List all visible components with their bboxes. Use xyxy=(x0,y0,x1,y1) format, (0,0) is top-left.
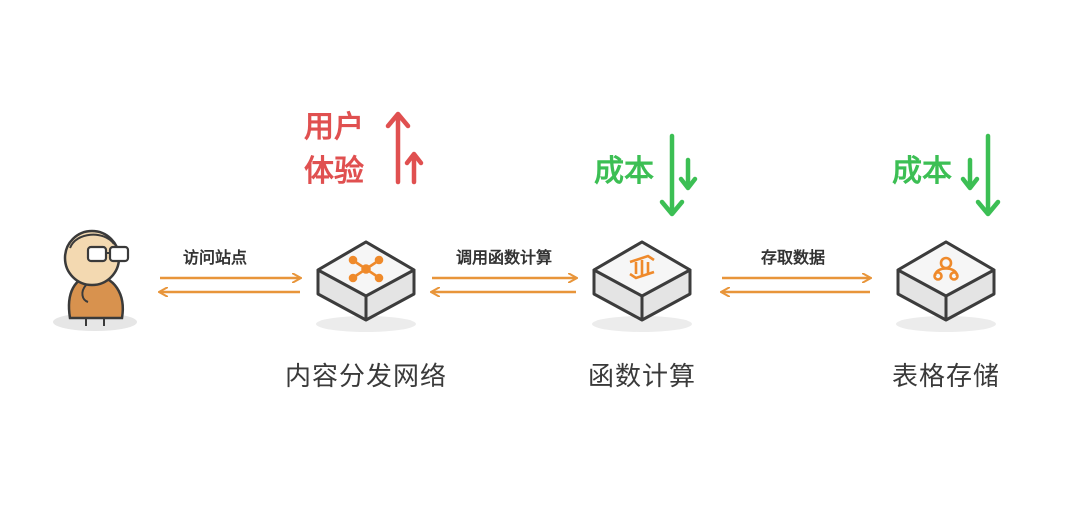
fc-label: 函数计算 xyxy=(587,362,696,392)
edge-fc-ots-arrows xyxy=(722,278,870,292)
user-avatar xyxy=(53,229,137,331)
function-compute-icon xyxy=(629,254,655,280)
ots-metric: 成本 xyxy=(892,154,952,189)
network-hub-icon xyxy=(348,255,384,283)
edge-label-cdn-fc: 调用函数计算 xyxy=(455,248,552,267)
edge-user-cdn-arrows xyxy=(160,278,300,292)
cdn-metric-line2: 体验 xyxy=(304,154,364,189)
ots-down-arrows xyxy=(960,133,1001,217)
ots-box xyxy=(896,240,996,332)
edge-label-fc-ots: 存取数据 xyxy=(760,248,825,267)
cdn-metric-line1: 用户 xyxy=(304,110,364,145)
fc-box xyxy=(592,240,692,332)
fc-down-arrows xyxy=(659,133,698,217)
fc-metric: 成本 xyxy=(594,154,654,189)
cdn-label: 内容分发网络 xyxy=(284,362,447,392)
edge-cdn-fc-arrows xyxy=(432,278,576,292)
cdn-up-arrows xyxy=(385,111,424,185)
edge-label-user-cdn: 访问站点 xyxy=(182,248,247,267)
table-store-icon xyxy=(933,256,959,281)
ots-label: 表格存储 xyxy=(891,362,1000,392)
cdn-box xyxy=(316,240,416,332)
